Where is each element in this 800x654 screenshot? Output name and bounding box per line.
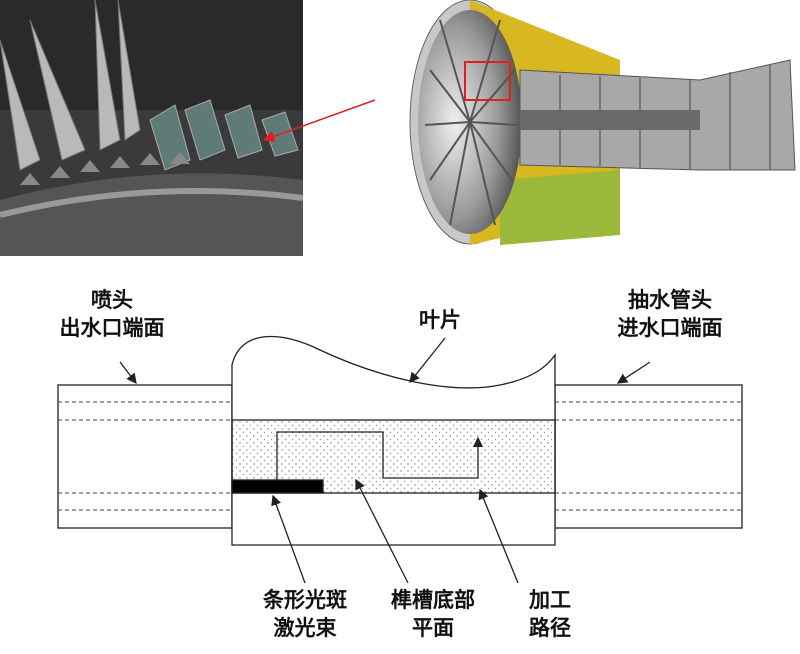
- blade-slot-photo: [0, 0, 304, 256]
- turbofan-engine-illustration: [409, 0, 796, 245]
- nozzle-label-line1: 喷头: [91, 288, 133, 312]
- laser-label-line1: 条形光斑: [263, 588, 347, 612]
- zoom-arrow: [262, 99, 376, 143]
- nozzle-pipe: [57, 384, 233, 529]
- suction-label-line2: 进水口端面: [617, 316, 723, 340]
- highlight-box: [464, 61, 511, 101]
- slot-label-line2: 平面: [412, 616, 454, 640]
- path-label-line2: 路径: [529, 616, 571, 640]
- schematic: [57, 335, 743, 584]
- suction-pipe: [554, 384, 743, 529]
- blade-label: 叶片: [419, 308, 461, 332]
- laser-label-line2: 激光束: [273, 616, 337, 640]
- nozzle-label: 喷头 出水口端面: [52, 286, 172, 342]
- suction-label: 抽水管头 进水口端面: [605, 286, 735, 342]
- nozzle-label-line2: 出水口端面: [59, 316, 165, 340]
- machining-path: [276, 431, 484, 480]
- laser-label: 条形光斑 激光束: [250, 586, 360, 642]
- strip-laser-beam: [231, 479, 324, 494]
- slot-bottom-label: 榫槽底部 平面: [378, 586, 488, 642]
- path-label: 加工 路径: [515, 586, 585, 642]
- slot-label-line1: 榫槽底部: [391, 588, 475, 612]
- suction-label-line1: 抽水管头: [628, 288, 712, 312]
- path-label-line1: 加工: [529, 588, 571, 612]
